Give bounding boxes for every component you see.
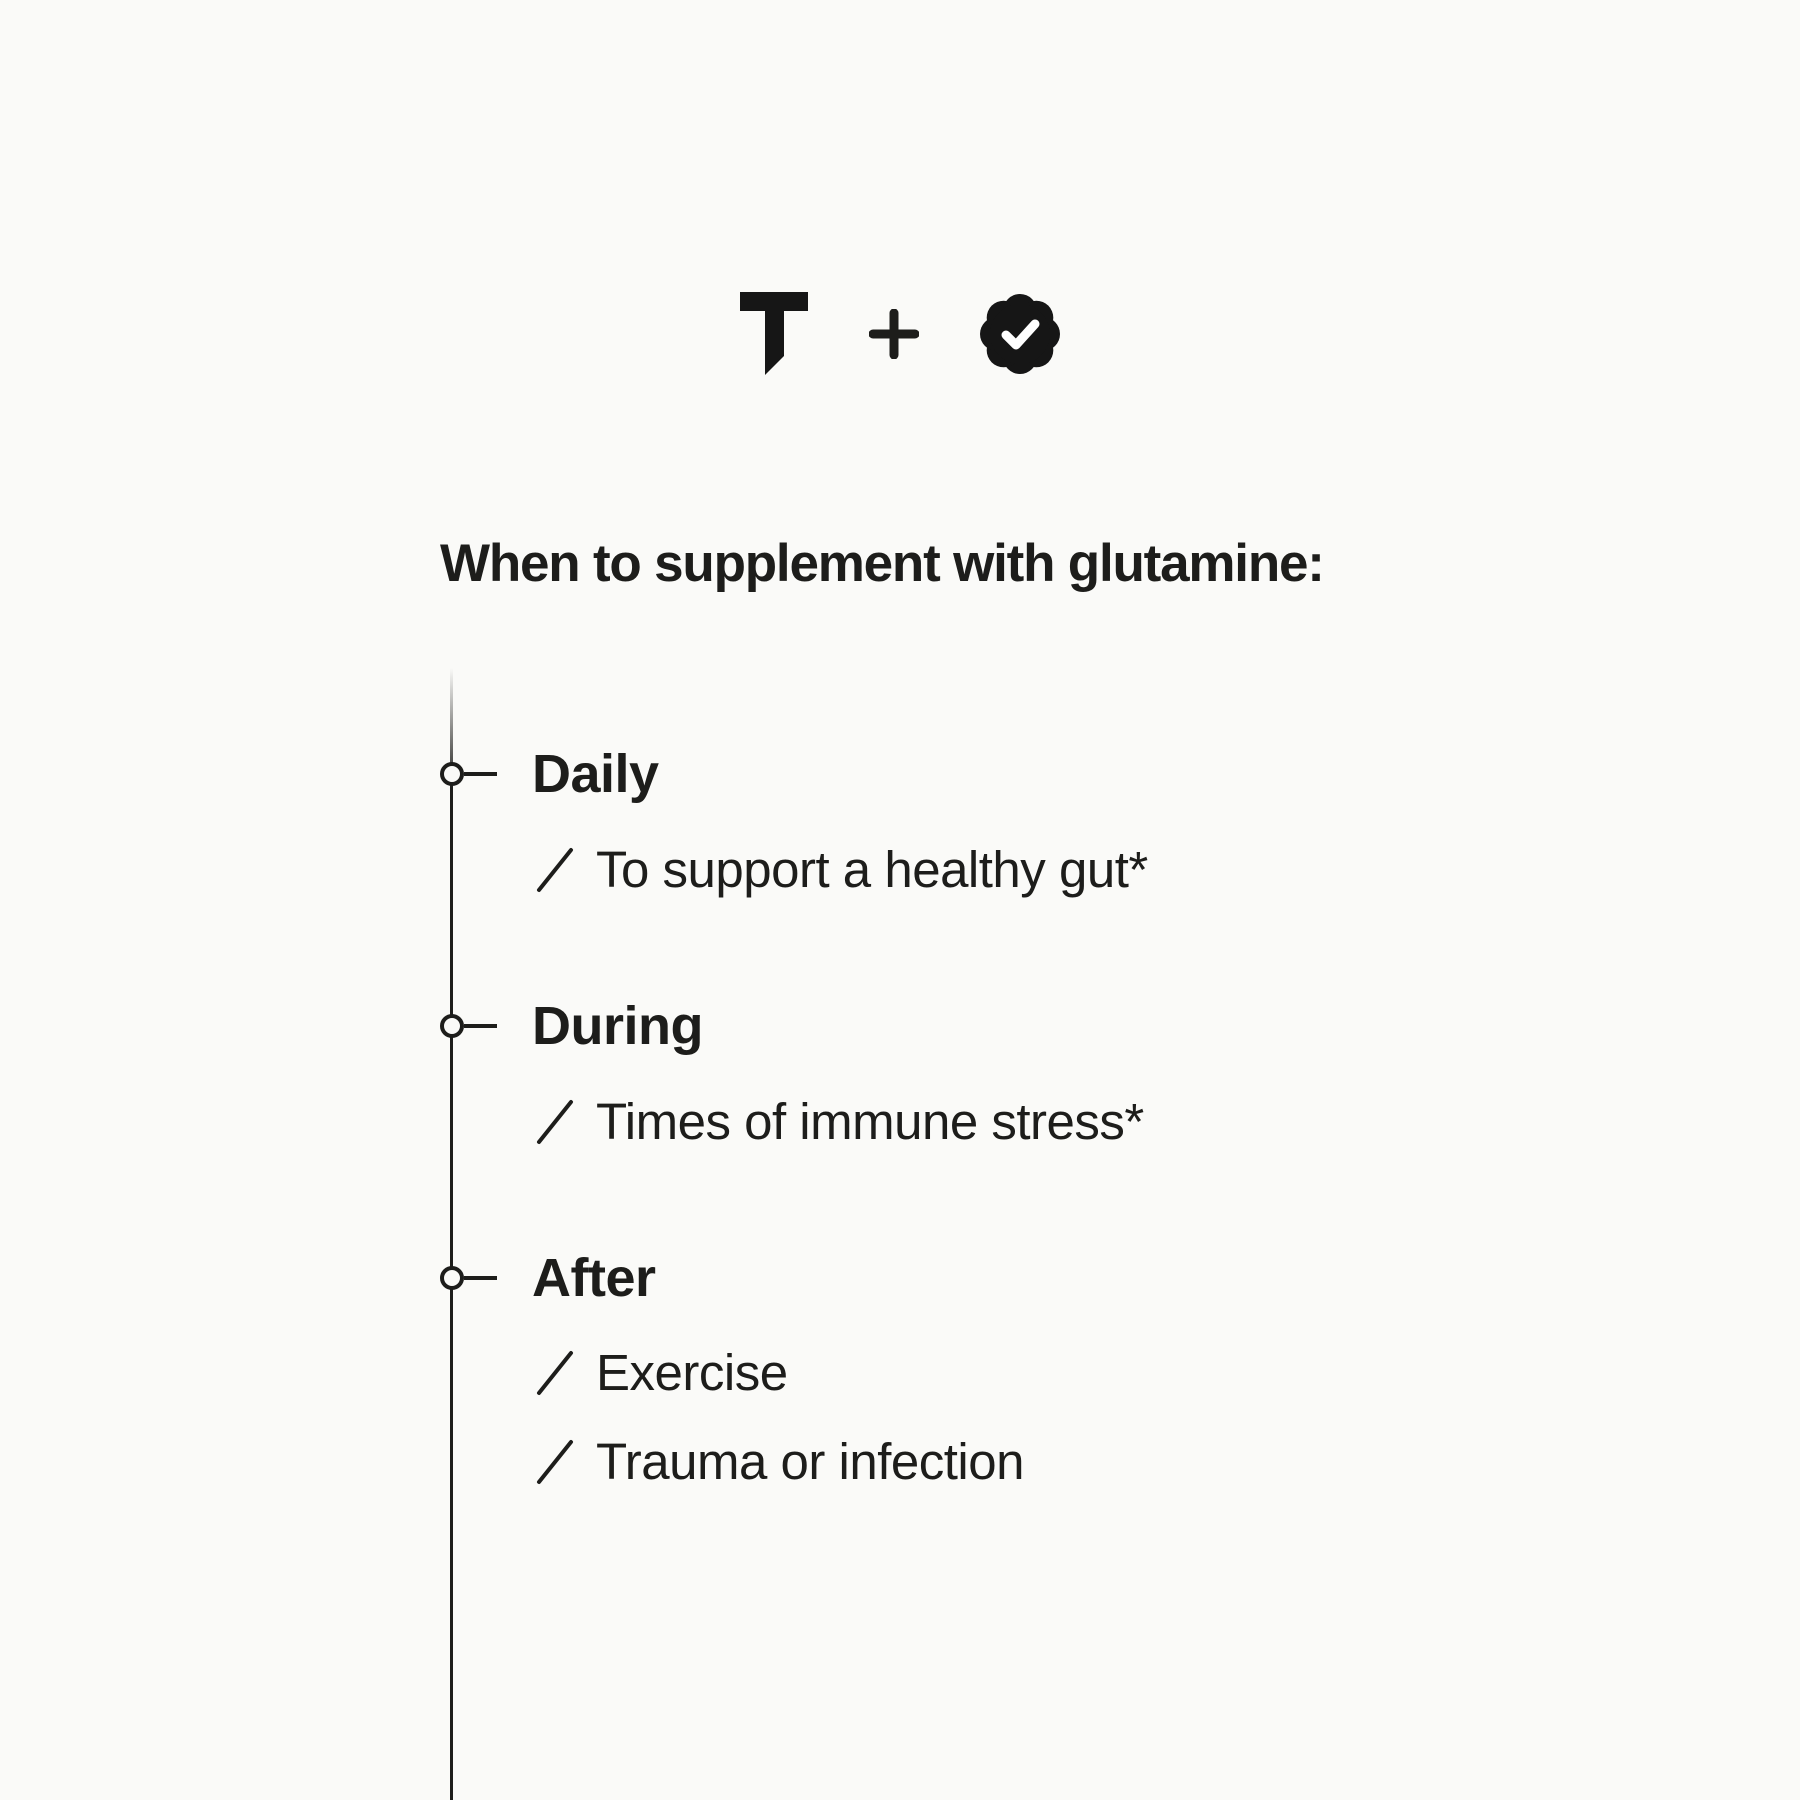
timeline-item: Exercise [536, 1345, 788, 1401]
timeline-tick-daily [464, 772, 497, 776]
slash-icon [536, 1099, 574, 1145]
section-title-daily: Daily [532, 744, 659, 804]
timeline-item-label: To support a healthy gut* [596, 841, 1148, 898]
verified-badge-icon [980, 294, 1060, 374]
section-title-after: After [532, 1248, 656, 1308]
timeline-item-label: Times of immune stress* [596, 1093, 1144, 1150]
timeline-line [450, 668, 453, 1800]
timeline-tick-after [464, 1276, 497, 1280]
timeline-node-daily [440, 762, 464, 786]
slash-icon [536, 1439, 574, 1485]
timeline-node-after [440, 1266, 464, 1290]
timeline-tick-during [464, 1024, 497, 1028]
check-icon [1001, 319, 1040, 350]
timeline-item: To support a healthy gut* [536, 842, 1148, 898]
section-title-during: During [532, 996, 703, 1056]
plus-icon [869, 309, 919, 359]
timeline-item: Times of immune stress* [536, 1094, 1144, 1150]
thorne-t-logo-icon [740, 292, 808, 375]
timeline-item-label: Exercise [596, 1344, 788, 1401]
slash-icon [536, 847, 574, 893]
timeline-node-during [440, 1014, 464, 1038]
timeline-item: Trauma or infection [536, 1434, 1024, 1490]
brand-lockup [0, 292, 1800, 376]
page-title: When to supplement with glutamine: [440, 534, 1325, 593]
slash-icon [536, 1350, 574, 1396]
timeline-item-label: Trauma or infection [596, 1433, 1024, 1490]
